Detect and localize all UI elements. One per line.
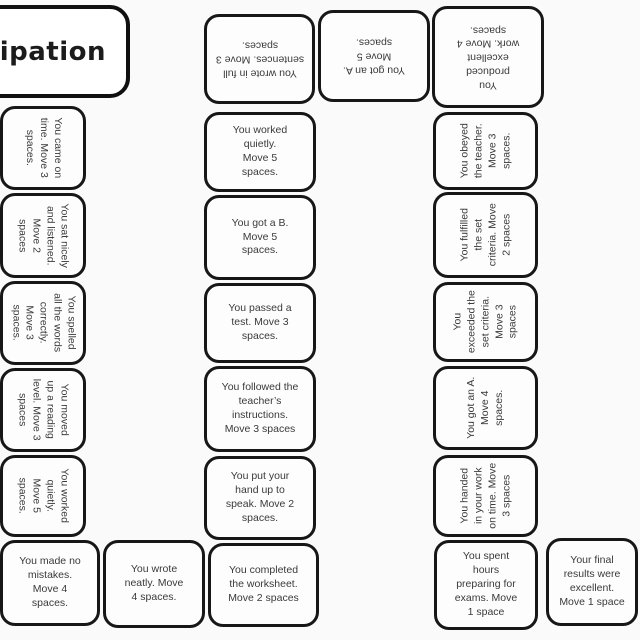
board-square-text: You obeyed the teacher. Move 3 spaces. xyxy=(457,123,512,179)
board-square-text: You came on time. Move 3 spaces. xyxy=(24,117,64,179)
board-square-text: You got a B. Move 5 spaces. xyxy=(231,216,289,257)
board-square-text: You wrote in full sentences. Move 3 spac… xyxy=(215,40,304,80)
board-square-text: Your final results were excellent. Move … xyxy=(559,554,625,608)
board-square: You obeyed the teacher. Move 3 spaces. xyxy=(433,112,538,190)
board-square: Your final results were excellent. Move … xyxy=(546,538,638,626)
board-square: You came on time. Move 3 spaces. xyxy=(0,106,86,190)
board-square: You wrote neatly. Move 4 spaces. xyxy=(103,540,205,628)
board-square: You got an A. Move 5 spaces. xyxy=(318,10,430,102)
board-square: You got an A. Move 4 spaces. xyxy=(433,366,538,450)
board-square: You spent hours preparing for exams. Mov… xyxy=(434,540,538,630)
board-square-text: You moved up a reading level. Move 3 spa… xyxy=(17,379,71,441)
board-square-text: You got an A. Move 4 spaces. xyxy=(464,376,505,440)
board-square: You fulfilled the set criteria. Move 2 s… xyxy=(433,192,538,278)
board-square-text: You exceeded the set criteria. Move 3 sp… xyxy=(450,290,519,354)
board-square-text: You worked quietly. Move 5 spaces. xyxy=(232,124,288,178)
board-square: You passed a test. Move 3 spaces. xyxy=(204,283,316,363)
board-square-text: You fulfilled the set criteria. Move 2 s… xyxy=(457,203,512,267)
board-square: You produced excellent work. Move 4 spac… xyxy=(432,6,544,108)
board-square-text: You got an A. Move 5 spaces. xyxy=(342,37,406,77)
board-square: You handed in your work on time. Move 3 … xyxy=(433,455,538,537)
board-square-text: You followed the teacher’s instructions.… xyxy=(221,381,299,435)
board-square: You worked quietly. Move 5 spaces. xyxy=(204,112,316,192)
board-square-text: You wrote neatly. Move 4 spaces. xyxy=(124,563,184,603)
board-square-text: You spent hours preparing for exams. Mov… xyxy=(454,550,518,618)
board-square: You moved up a reading level. Move 3 spa… xyxy=(0,368,86,452)
board-square-text: You produced excellent work. Move 4 spac… xyxy=(456,24,520,92)
board-square-text: You passed a test. Move 3 spaces. xyxy=(228,302,292,342)
board-square: You completed the worksheet. Move 2 spac… xyxy=(208,543,319,627)
board-square-text: You sat nicely and listened. Move 2 spac… xyxy=(17,203,71,268)
board-square-text: You completed the worksheet. Move 2 spac… xyxy=(228,564,299,604)
title-box: Participation xyxy=(0,5,130,98)
board-square: You put your hand up to speak. Move 2 sp… xyxy=(204,456,316,540)
board-square: You followed the teacher’s instructions.… xyxy=(204,366,316,452)
board-square: You wrote in full sentences. Move 3 spac… xyxy=(204,14,315,104)
board-square: You exceeded the set criteria. Move 3 sp… xyxy=(433,282,538,362)
board-title: Participation xyxy=(0,36,106,67)
board-square: You got a B. Move 5 spaces. xyxy=(204,195,316,280)
board-square: You worked quietly. Move 5 spaces. xyxy=(0,455,86,537)
board-square-text: You handed in your work on time. Move 3 … xyxy=(457,463,512,529)
board-square-text: You spelled all the words correctly. Mov… xyxy=(10,293,78,353)
board-square: You made no mistakes. Move 4 spaces. xyxy=(0,540,100,626)
board-square-text: You worked quietly. Move 5 spaces. xyxy=(17,468,71,524)
board-square-text: You made no mistakes. Move 4 spaces. xyxy=(19,555,81,609)
board-square-text: You put your hand up to speak. Move 2 sp… xyxy=(225,470,295,524)
board-square: You spelled all the words correctly. Mov… xyxy=(0,281,86,365)
board-square: You sat nicely and listened. Move 2 spac… xyxy=(0,193,86,278)
